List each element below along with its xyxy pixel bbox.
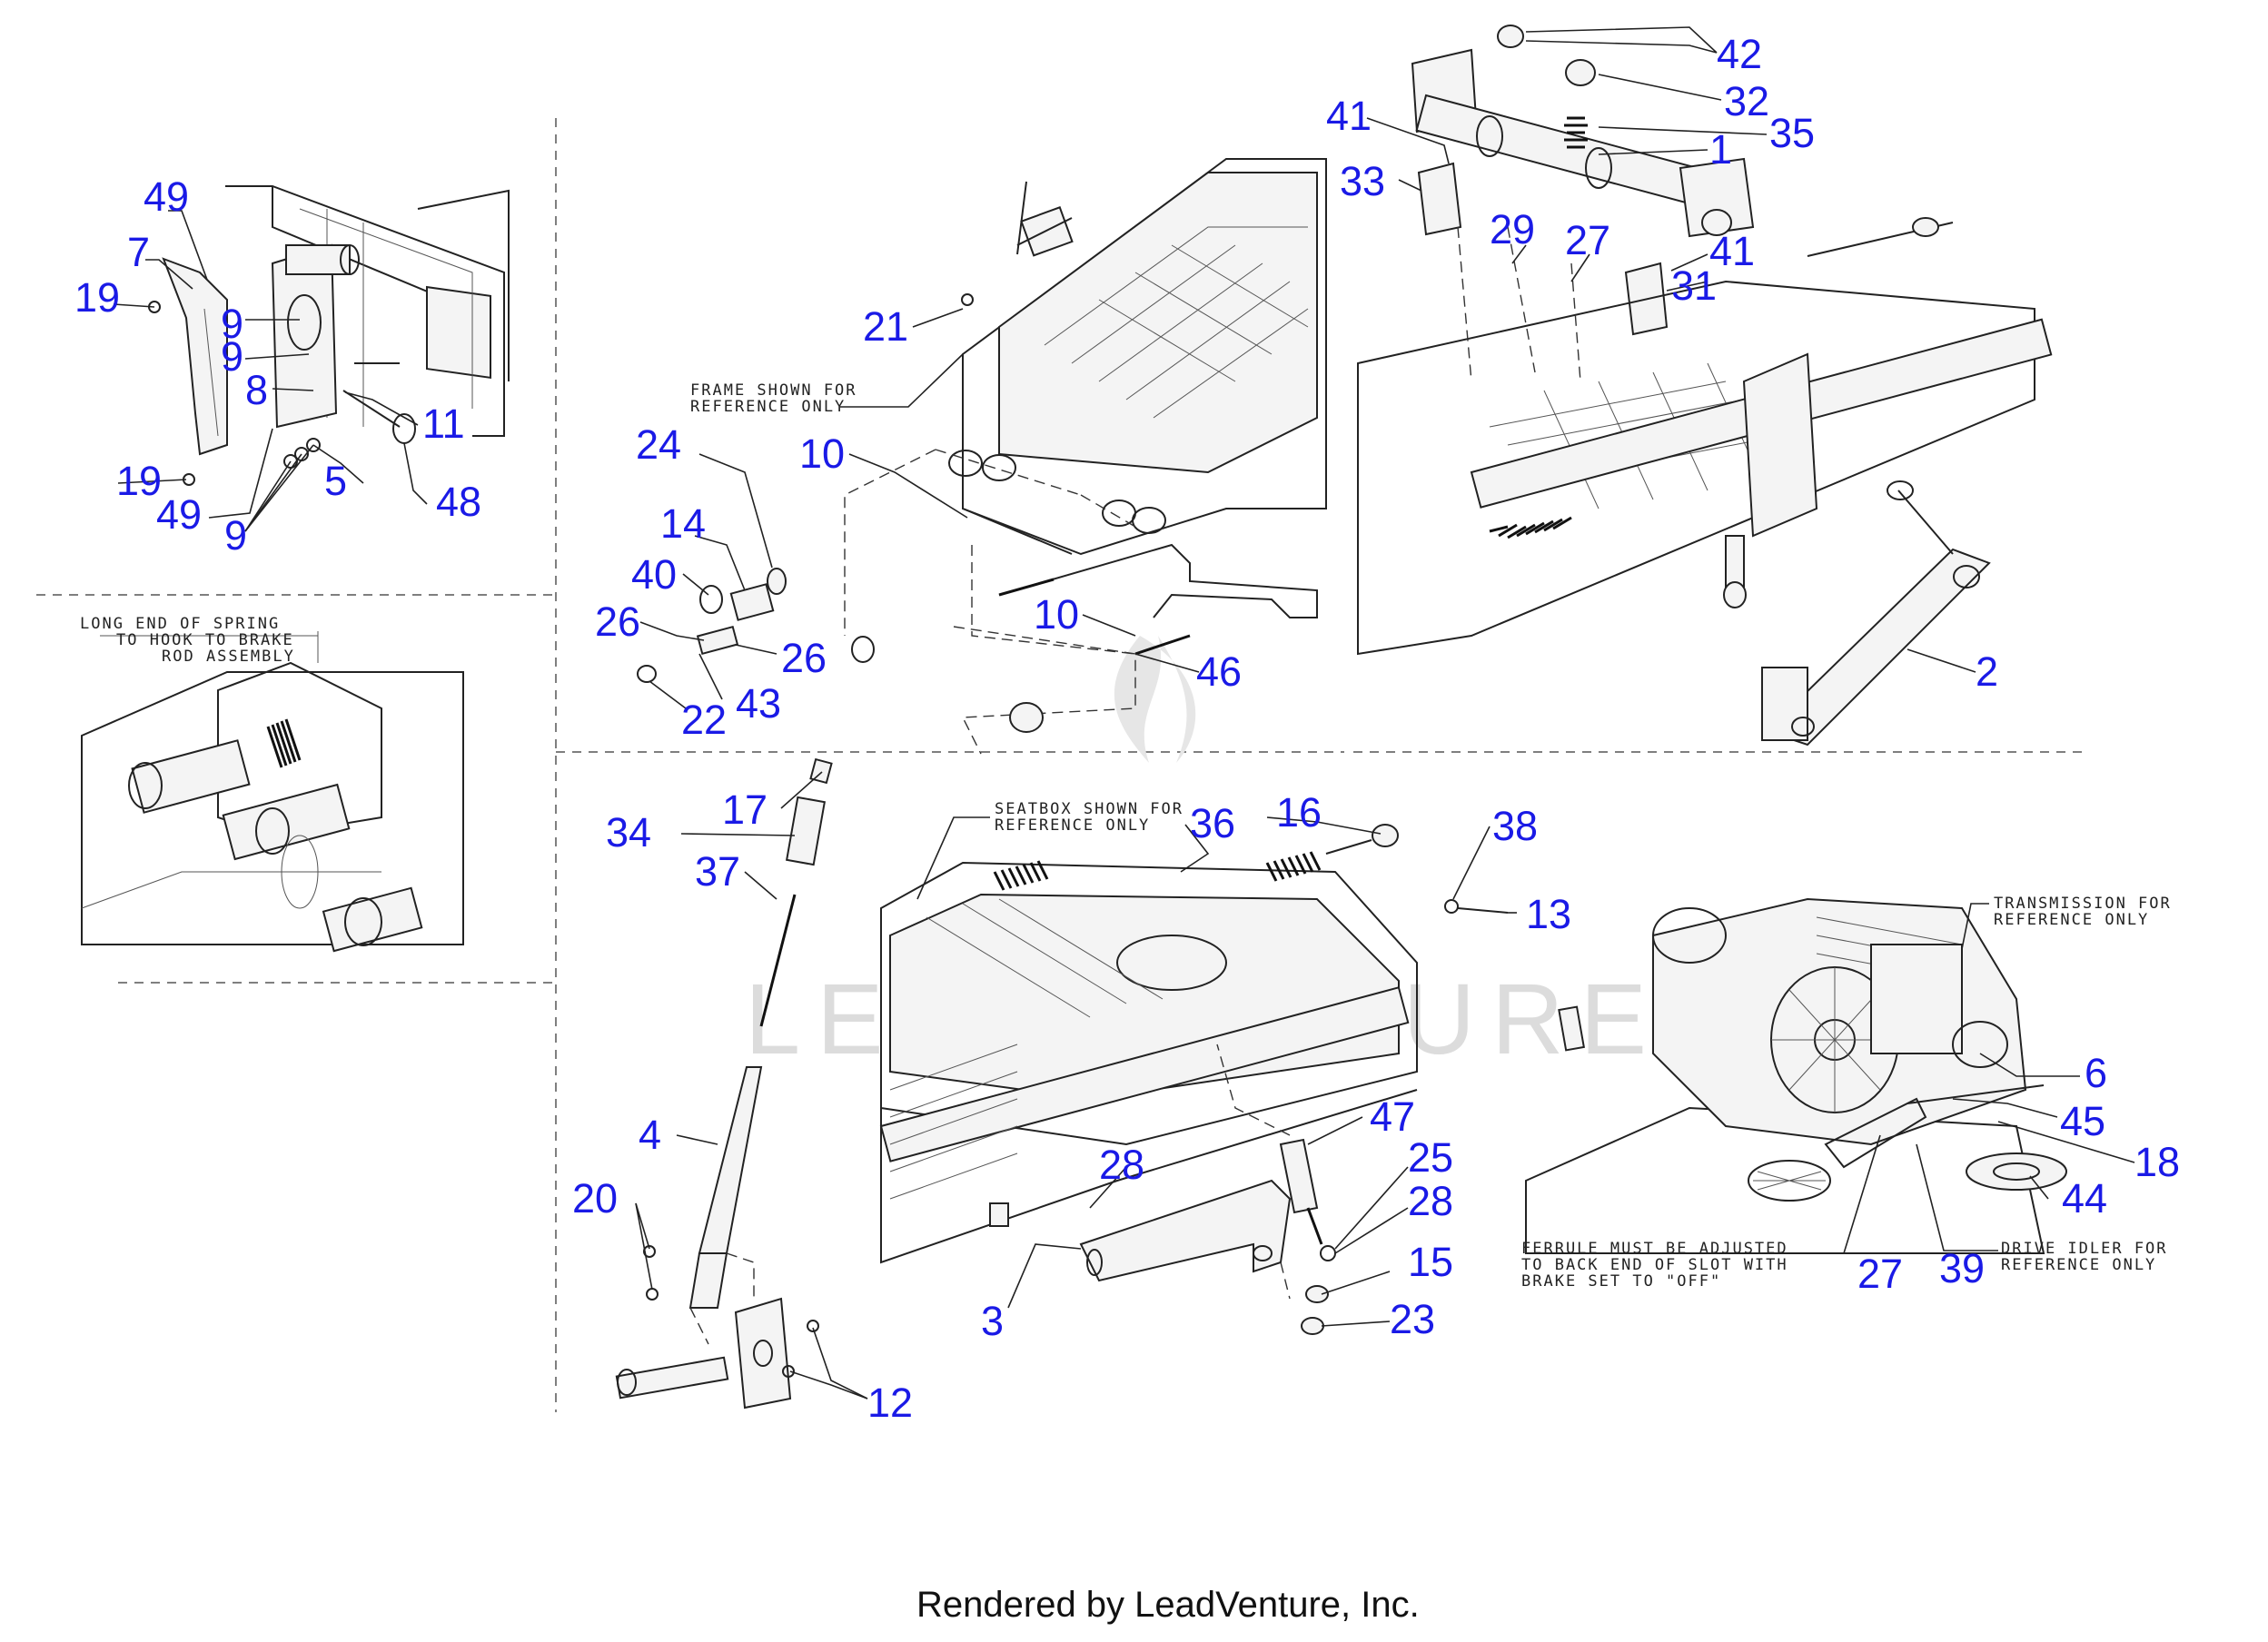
frame-reference-note: FRAME SHOWN FOR REFERENCE ONLY (690, 353, 964, 416)
callout-2: 2 (1976, 648, 1998, 695)
callout-12: 12 (867, 1380, 913, 1426)
callout-41: 41 (1326, 93, 1372, 139)
callout-32: 32 (1724, 78, 1769, 124)
transmission-note-line1: TRANSMISSION FOR (1994, 895, 2172, 913)
callout-45: 45 (2060, 1098, 2105, 1144)
callout-leaders (113, 26, 2135, 1400)
ferrule-note-line1: FERRULE MUST BE ADJUSTED (1521, 1240, 1788, 1258)
transmission-note-line2: REFERENCE ONLY (1994, 911, 2149, 929)
callout-39: 39 (1939, 1245, 1985, 1291)
callout-48: 48 (436, 479, 481, 525)
callout-47: 47 (1370, 1093, 1415, 1140)
callout-49: 49 (144, 173, 189, 220)
callout-20: 20 (572, 1175, 618, 1222)
callout-9: 9 (221, 301, 243, 347)
callout-25: 25 (1408, 1134, 1453, 1181)
callout-49b: 49 (156, 491, 202, 538)
frame-note-line2: REFERENCE ONLY (690, 398, 846, 416)
seatbox-note-line1: SEATBOX SHOWN FOR (995, 800, 1184, 818)
callout-15: 15 (1408, 1239, 1453, 1285)
callout-28: 28 (1099, 1142, 1144, 1188)
seatbox-note-line2: REFERENCE ONLY (995, 816, 1150, 835)
callout-10: 10 (799, 430, 845, 477)
callout-19: 19 (74, 274, 120, 321)
callout-37: 37 (695, 848, 740, 895)
panel-frame-rod (637, 158, 1327, 755)
callout-22: 22 (681, 697, 727, 743)
callout-6: 6 (2085, 1050, 2107, 1096)
callout-38: 38 (1492, 803, 1538, 849)
panel-transmission (1525, 897, 2067, 1254)
callout-40: 40 (631, 551, 677, 598)
callout-1: 1 (1709, 126, 1732, 173)
panel-seatbox (879, 824, 1509, 1335)
panel-shaft-lever (1357, 25, 2053, 747)
spring-note-line1: LONG END OF SPRING (80, 615, 280, 633)
spring-note-line3: ROD ASSEMBLY (162, 648, 295, 666)
ferrule-note-line3: BRAKE SET TO "OFF" (1521, 1272, 1721, 1291)
callout-23: 23 (1390, 1296, 1435, 1342)
panel-dividers (36, 118, 2089, 1412)
spring-note-line2: TO HOOK TO BRAKE (116, 631, 294, 649)
spring-note: LONG END OF SPRING TO HOOK TO BRAKE ROD … (80, 615, 295, 666)
callout-27b: 27 (1857, 1251, 1903, 1297)
callout-26: 26 (595, 598, 640, 645)
callout-16: 16 (1276, 789, 1322, 836)
callout-7: 7 (127, 229, 150, 275)
footer-credit: Rendered by LeadVenture, Inc. (916, 1585, 1420, 1625)
callout-44: 44 (2062, 1175, 2107, 1222)
ferrule-note-line2: TO BACK END OF SLOT WITH (1521, 1256, 1788, 1274)
callout-19b: 19 (116, 458, 162, 504)
callout-13: 13 (1526, 891, 1571, 937)
callout-29: 29 (1490, 206, 1535, 252)
frame-note-line1: FRAME SHOWN FOR (690, 381, 857, 400)
callout-42: 42 (1717, 31, 1762, 77)
callout-labels: 49 7 19 9 9 8 11 5 48 19 49 9 21 24 10 1… (74, 31, 2180, 1426)
callout-21: 21 (863, 303, 908, 350)
callout-17: 17 (722, 786, 768, 833)
callout-24: 24 (636, 421, 681, 468)
idler-note-line2: REFERENCE ONLY (2001, 1256, 2156, 1274)
callout-4: 4 (639, 1112, 661, 1158)
callout-9b: 9 (221, 333, 243, 380)
callout-43: 43 (736, 680, 781, 727)
callout-46: 46 (1196, 648, 1242, 695)
callout-3: 3 (981, 1298, 1004, 1344)
callout-27: 27 (1565, 217, 1610, 263)
callout-34: 34 (606, 809, 651, 856)
callout-41b: 41 (1709, 228, 1755, 274)
callout-5: 5 (324, 458, 347, 504)
callout-18: 18 (2134, 1139, 2180, 1185)
callout-10b: 10 (1034, 591, 1079, 638)
callout-8: 8 (245, 367, 268, 413)
callout-9c: 9 (224, 512, 247, 559)
callout-35: 35 (1769, 110, 1815, 156)
callout-36: 36 (1190, 800, 1235, 846)
panel-spring-detail (81, 631, 464, 953)
callout-28b: 28 (1408, 1178, 1453, 1224)
idler-note-line1: DRIVE IDLER FOR (2001, 1240, 2168, 1258)
panel-brake-rod (615, 757, 833, 1410)
callout-14: 14 (660, 500, 706, 547)
seatbox-reference-note: SEATBOX SHOWN FOR REFERENCE ONLY (916, 800, 1184, 900)
callout-11: 11 (422, 401, 465, 447)
panel-brake-bracket (148, 185, 510, 486)
callout-31: 31 (1671, 262, 1717, 309)
callout-26b: 26 (781, 635, 827, 681)
callout-33: 33 (1340, 158, 1385, 204)
transmission-notes: TRANSMISSION FOR REFERENCE ONLY FERRULE … (1521, 895, 2172, 1291)
